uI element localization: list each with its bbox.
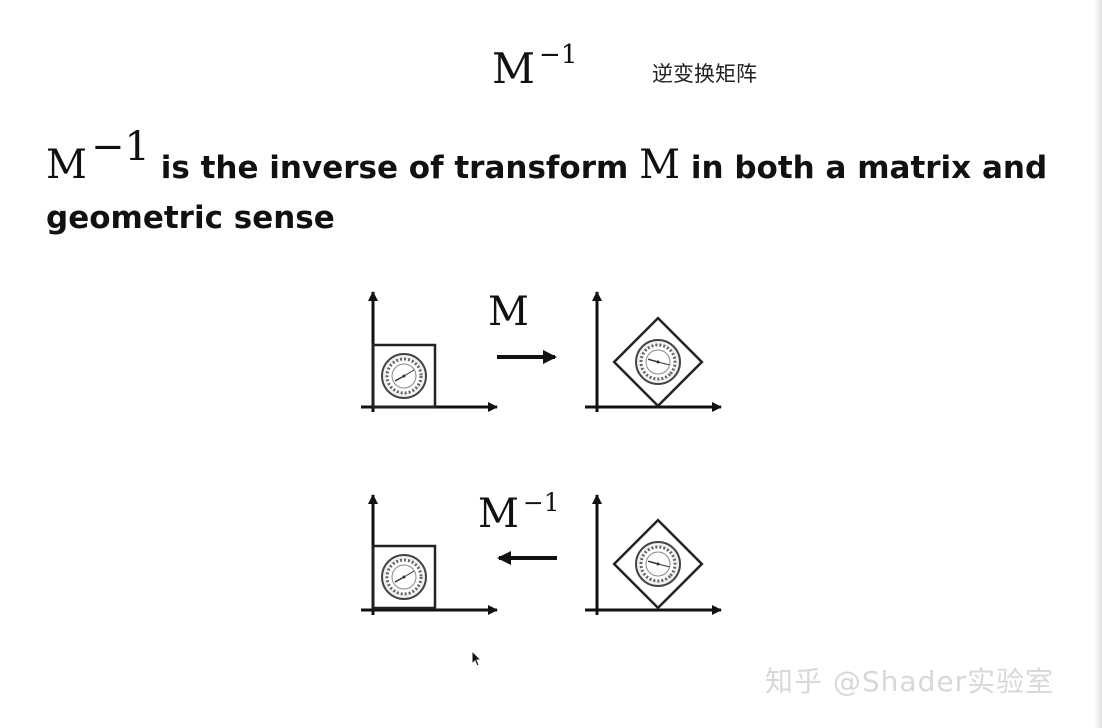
axes-original-top xyxy=(361,292,497,412)
title-annotation: 逆变换矩阵 xyxy=(652,62,757,86)
page-edge-shadow xyxy=(1094,0,1102,728)
title-matrix-symbol: M xyxy=(492,44,536,93)
forward-transform-label: M xyxy=(488,289,529,335)
title-superscript: −1 xyxy=(539,40,578,70)
statement-text-2: in both a matrix and geometric sense xyxy=(46,150,1048,236)
clock-square-transformed-top xyxy=(614,318,702,406)
clock-square-transformed-bottom xyxy=(614,520,702,608)
inverse-label-superscript: −1 xyxy=(522,488,560,517)
statement-text-1: is the inverse of transform xyxy=(149,150,640,186)
mouse-pointer-icon xyxy=(471,650,483,667)
axes-original-bottom xyxy=(361,495,497,615)
statement-matrix-inverse: M xyxy=(46,142,87,188)
statement-text: M−1 is the inverse of transform M in bot… xyxy=(46,124,1056,243)
inverse-label-matrix: M xyxy=(478,491,519,537)
statement-superscript: −1 xyxy=(90,124,150,170)
statement-matrix: M xyxy=(639,142,681,188)
watermark: 知乎 @Shader实验室 xyxy=(765,665,1055,698)
clock-square-original-bottom xyxy=(373,546,435,608)
inverse-transform-label: M−1 xyxy=(478,488,560,541)
clock-square-original-top xyxy=(373,345,435,407)
slide-title-formula: M−1 xyxy=(492,40,577,100)
